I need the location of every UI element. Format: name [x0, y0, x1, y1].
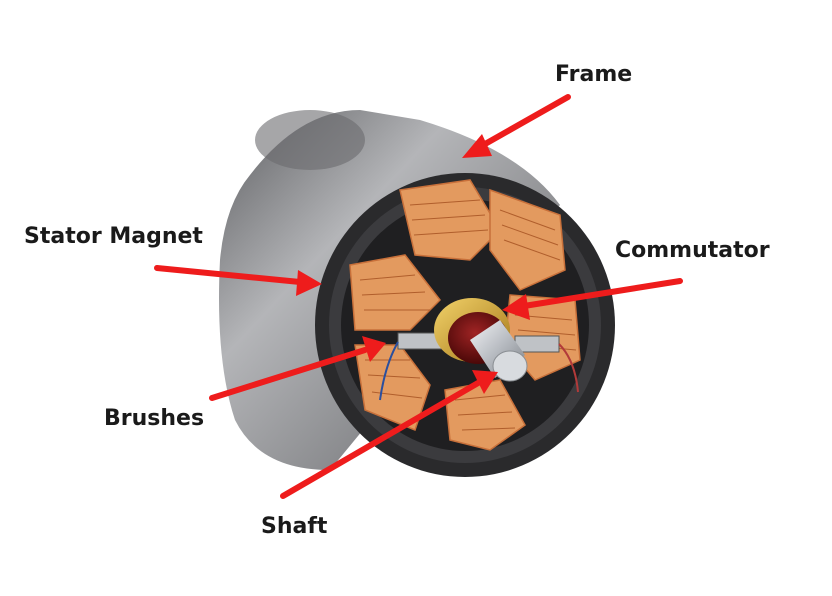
- arrow-frame: [462, 94, 571, 158]
- arrow-brushes: [209, 336, 386, 401]
- label-shaft: Shaft: [261, 514, 328, 539]
- shaft: [470, 320, 528, 382]
- label-frame: Frame: [555, 62, 633, 87]
- arrow-commutator: [502, 278, 683, 320]
- label-commutator: Commutator: [615, 238, 770, 263]
- arrow-stator-magnet: [154, 265, 322, 296]
- label-brushes: Brushes: [104, 406, 205, 431]
- arrow-shaft: [280, 370, 498, 499]
- label-stator-magnet: Stator Magnet: [24, 224, 203, 249]
